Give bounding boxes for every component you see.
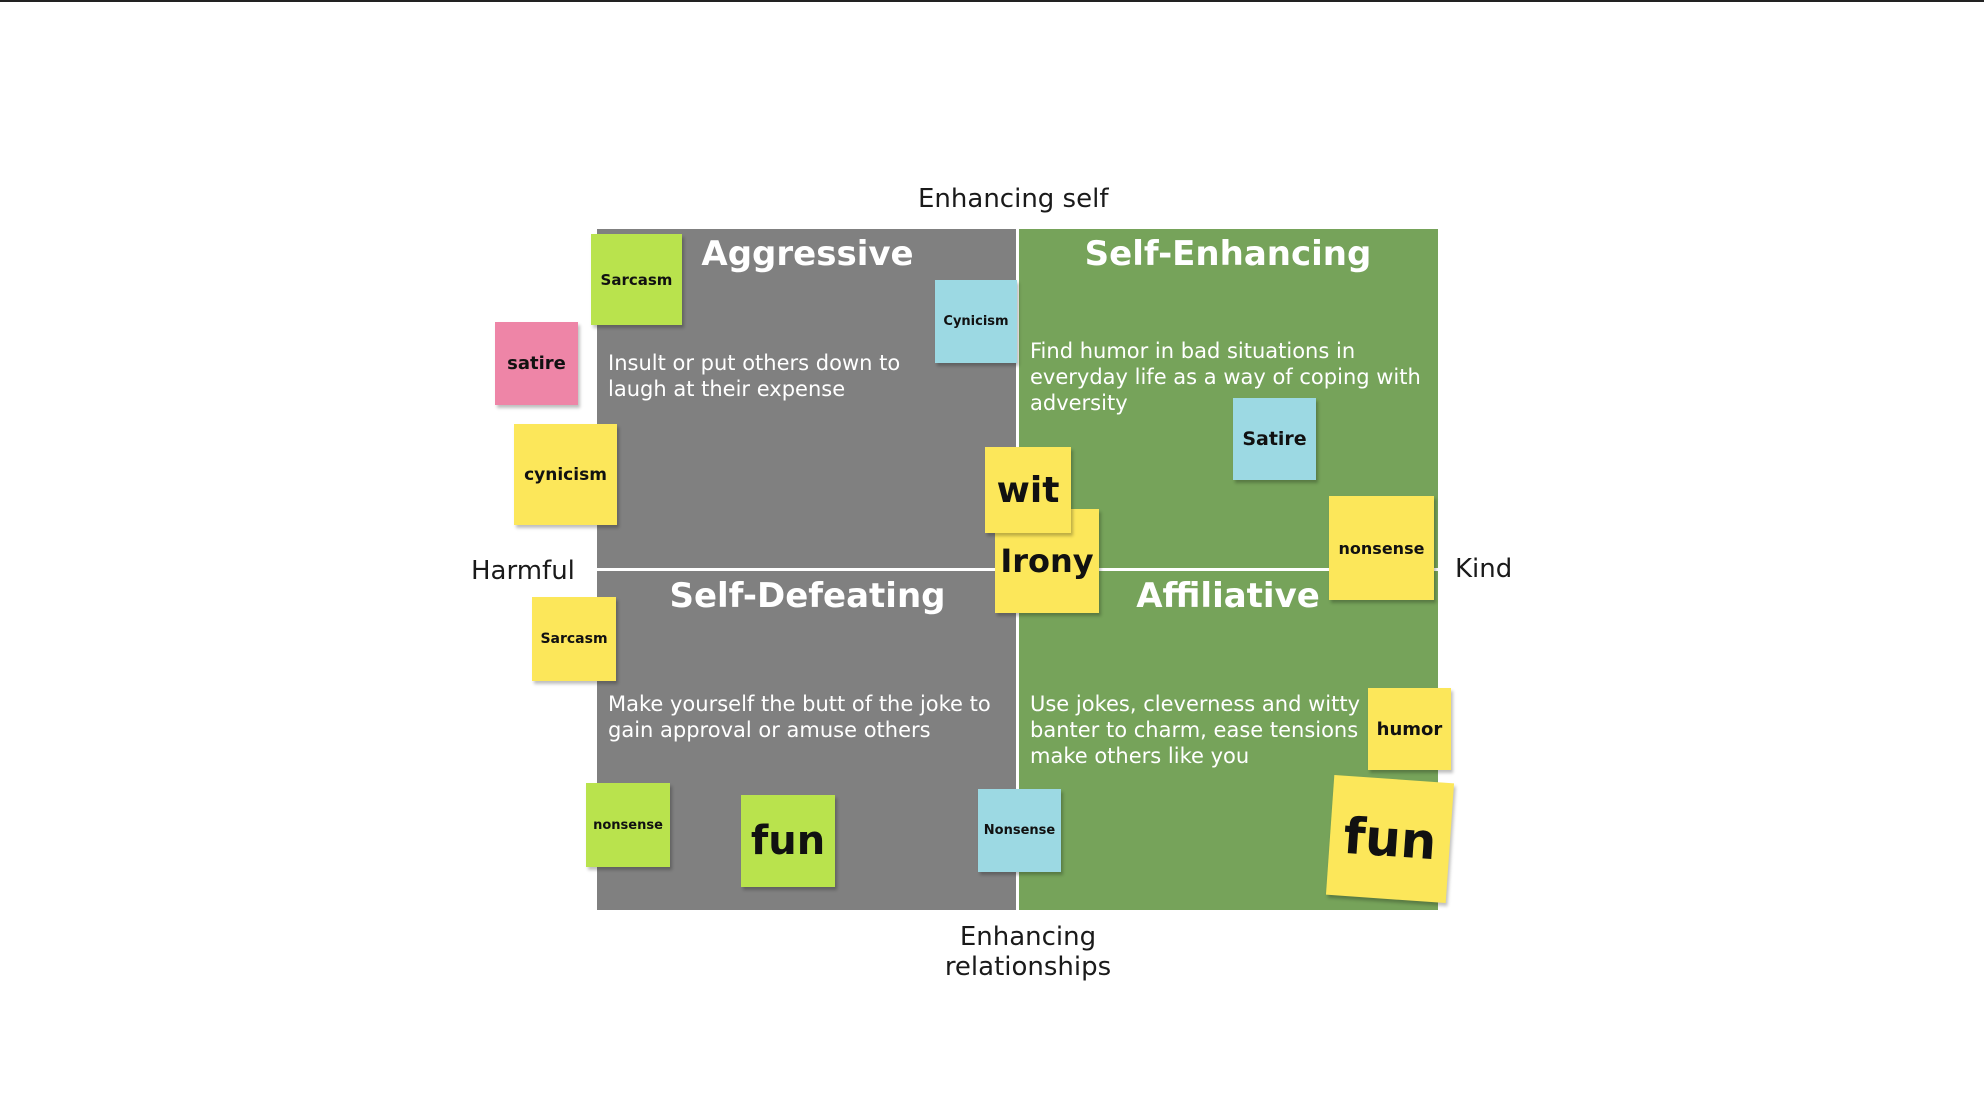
title-aggressive: Aggressive	[701, 234, 914, 274]
sticky-note-fun[interactable]: fun	[741, 795, 835, 887]
sticky-note-satire[interactable]: Satire	[1233, 398, 1316, 480]
axis-label-top: Enhancing self	[918, 184, 1109, 214]
sticky-note-wit[interactable]: wit	[985, 447, 1071, 533]
axis-label-bottom: Enhancing relationships	[944, 922, 1112, 982]
top-border	[0, 0, 1984, 2]
desc-affiliative: Use jokes, cleverness and witty banter t…	[1030, 692, 1361, 768]
desc-aggressive: Insult or put others down to laugh at th…	[608, 351, 901, 401]
sticky-note-nonsense[interactable]: Nonsense	[978, 789, 1061, 872]
title-affiliative: Affiliative	[1136, 576, 1320, 616]
axis-label-left: Harmful	[471, 556, 575, 586]
desc-self-enhancing: Find humor in bad situations in everyday…	[1030, 339, 1421, 415]
sticky-note-nonsense[interactable]: nonsense	[1329, 496, 1434, 600]
axis-label-right: Kind	[1455, 554, 1513, 584]
sticky-note-sarcasm[interactable]: Sarcasm	[591, 234, 682, 325]
sticky-note-satire[interactable]: satire	[495, 322, 578, 405]
sticky-note-fun[interactable]: fun	[1325, 774, 1455, 904]
desc-self-defeating: Make yourself the butt of the joke to ga…	[608, 692, 991, 742]
title-self-defeating: Self-Defeating	[669, 576, 946, 616]
sticky-note-cynicism[interactable]: Cynicism	[935, 280, 1017, 363]
title-self-enhancing: Self-Enhancing	[1084, 234, 1372, 274]
sticky-note-cynicism[interactable]: cynicism	[514, 424, 617, 525]
sticky-note-sarcasm[interactable]: Sarcasm	[532, 597, 616, 681]
sticky-note-nonsense[interactable]: nonsense	[586, 783, 670, 867]
sticky-note-humor[interactable]: humor	[1368, 688, 1451, 770]
